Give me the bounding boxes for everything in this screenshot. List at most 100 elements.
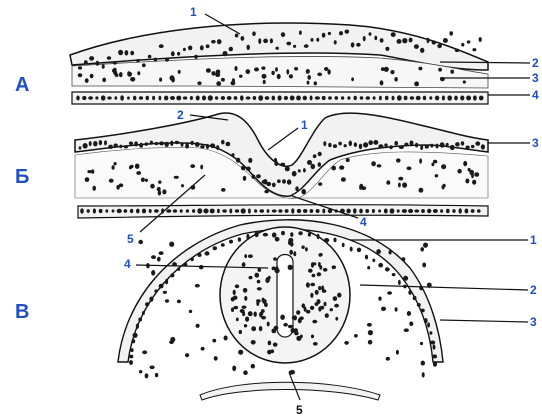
cell-nucleus xyxy=(124,145,128,148)
cell-nucleus xyxy=(365,255,368,260)
cell-nucleus xyxy=(148,55,152,59)
panel-a-group: А 1 2 3 4 xyxy=(15,5,539,104)
cell-nucleus xyxy=(467,40,471,43)
cell-nucleus xyxy=(303,96,307,101)
cell-nucleus xyxy=(307,81,310,85)
cell-nucleus xyxy=(447,95,452,100)
cell-nucleus xyxy=(217,209,220,213)
cell-nucleus xyxy=(257,280,261,284)
cell-nucleus xyxy=(118,50,123,56)
cell-nucleus xyxy=(151,255,156,259)
cell-nucleus xyxy=(433,361,437,367)
cell-nucleus xyxy=(466,146,470,150)
cell-nucleus xyxy=(258,268,262,272)
cell-nucleus xyxy=(137,71,140,75)
cell-nucleus xyxy=(455,49,459,53)
cell-nucleus xyxy=(78,73,83,77)
cell-nucleus xyxy=(338,142,342,146)
panel-v-callout-3: 3 xyxy=(530,315,537,329)
cell-nucleus xyxy=(181,184,184,187)
cell-nucleus xyxy=(359,144,362,150)
cell-nucleus xyxy=(459,208,462,213)
cell-nucleus xyxy=(93,208,96,213)
panel-v-callout-2: 2 xyxy=(530,283,537,297)
cell-nucleus xyxy=(151,270,155,276)
cell-nucleus xyxy=(292,316,296,320)
cell-nucleus xyxy=(290,232,293,237)
cell-nucleus xyxy=(254,273,259,278)
cell-nucleus xyxy=(272,209,277,212)
cell-nucleus xyxy=(236,158,240,163)
cell-nucleus xyxy=(391,32,396,37)
cell-nucleus xyxy=(313,342,318,346)
cell-nucleus xyxy=(221,243,225,246)
cell-nucleus xyxy=(80,208,84,213)
cell-nucleus xyxy=(289,250,293,255)
cell-nucleus xyxy=(319,253,322,256)
cell-nucleus xyxy=(301,246,304,249)
cell-nucleus xyxy=(186,209,189,213)
cell-nucleus xyxy=(263,39,268,44)
cell-nucleus xyxy=(145,142,149,145)
cell-nucleus xyxy=(315,290,319,295)
cell-nucleus xyxy=(423,96,426,100)
cell-nucleus xyxy=(331,166,336,171)
cell-nucleus xyxy=(212,339,216,343)
cell-nucleus xyxy=(430,144,433,148)
cell-nucleus xyxy=(255,232,259,238)
cell-nucleus xyxy=(256,299,261,302)
cell-nucleus xyxy=(145,373,149,378)
cell-nucleus xyxy=(333,238,336,243)
cell-nucleus xyxy=(312,274,316,277)
cell-nucleus xyxy=(280,163,285,167)
cell-nucleus xyxy=(341,96,344,100)
cell-nucleus xyxy=(465,179,469,184)
cell-nucleus xyxy=(159,96,162,101)
cell-nucleus xyxy=(248,158,252,163)
cell-nucleus xyxy=(333,296,338,301)
cell-nucleus xyxy=(213,246,218,250)
cell-nucleus xyxy=(465,209,469,214)
cell-nucleus xyxy=(394,141,398,145)
cell-nucleus xyxy=(159,44,164,48)
cell-nucleus xyxy=(294,67,298,71)
cell-nucleus xyxy=(130,51,134,56)
cell-nucleus xyxy=(437,44,442,48)
cell-nucleus xyxy=(246,234,249,239)
cell-nucleus xyxy=(170,96,175,100)
cell-nucleus xyxy=(299,31,302,35)
cell-nucleus xyxy=(243,176,247,181)
cell-nucleus xyxy=(312,320,317,324)
cell-nucleus xyxy=(427,323,430,328)
cell-nucleus xyxy=(116,185,120,190)
cell-nucleus xyxy=(216,81,221,86)
cell-nucleus xyxy=(303,209,308,213)
cell-nucleus xyxy=(344,144,347,147)
cell-nucleus xyxy=(337,293,341,298)
cell-nucleus xyxy=(443,38,448,43)
cell-nucleus xyxy=(481,144,485,149)
cell-nucleus xyxy=(384,209,388,214)
cell-nucleus xyxy=(150,184,155,189)
cell-nucleus xyxy=(242,311,245,316)
cell-nucleus xyxy=(350,247,353,252)
cell-nucleus xyxy=(112,209,115,212)
cell-nucleus xyxy=(221,188,226,192)
cell-nucleus xyxy=(150,141,153,145)
cell-nucleus xyxy=(380,80,384,85)
cell-nucleus xyxy=(270,38,273,43)
cell-nucleus xyxy=(414,81,419,86)
cell-nucleus xyxy=(306,310,311,314)
cell-nucleus xyxy=(159,141,164,145)
cell-nucleus xyxy=(302,303,306,308)
cell-nucleus xyxy=(227,96,232,100)
cell-nucleus xyxy=(107,56,111,60)
cell-nucleus xyxy=(290,96,295,101)
cell-nucleus xyxy=(363,142,368,147)
cell-nucleus xyxy=(313,154,317,158)
cell-nucleus xyxy=(378,209,381,212)
cell-nucleus xyxy=(177,52,180,56)
cell-nucleus xyxy=(288,325,293,328)
cell-nucleus xyxy=(258,95,263,101)
cell-nucleus xyxy=(112,165,115,169)
